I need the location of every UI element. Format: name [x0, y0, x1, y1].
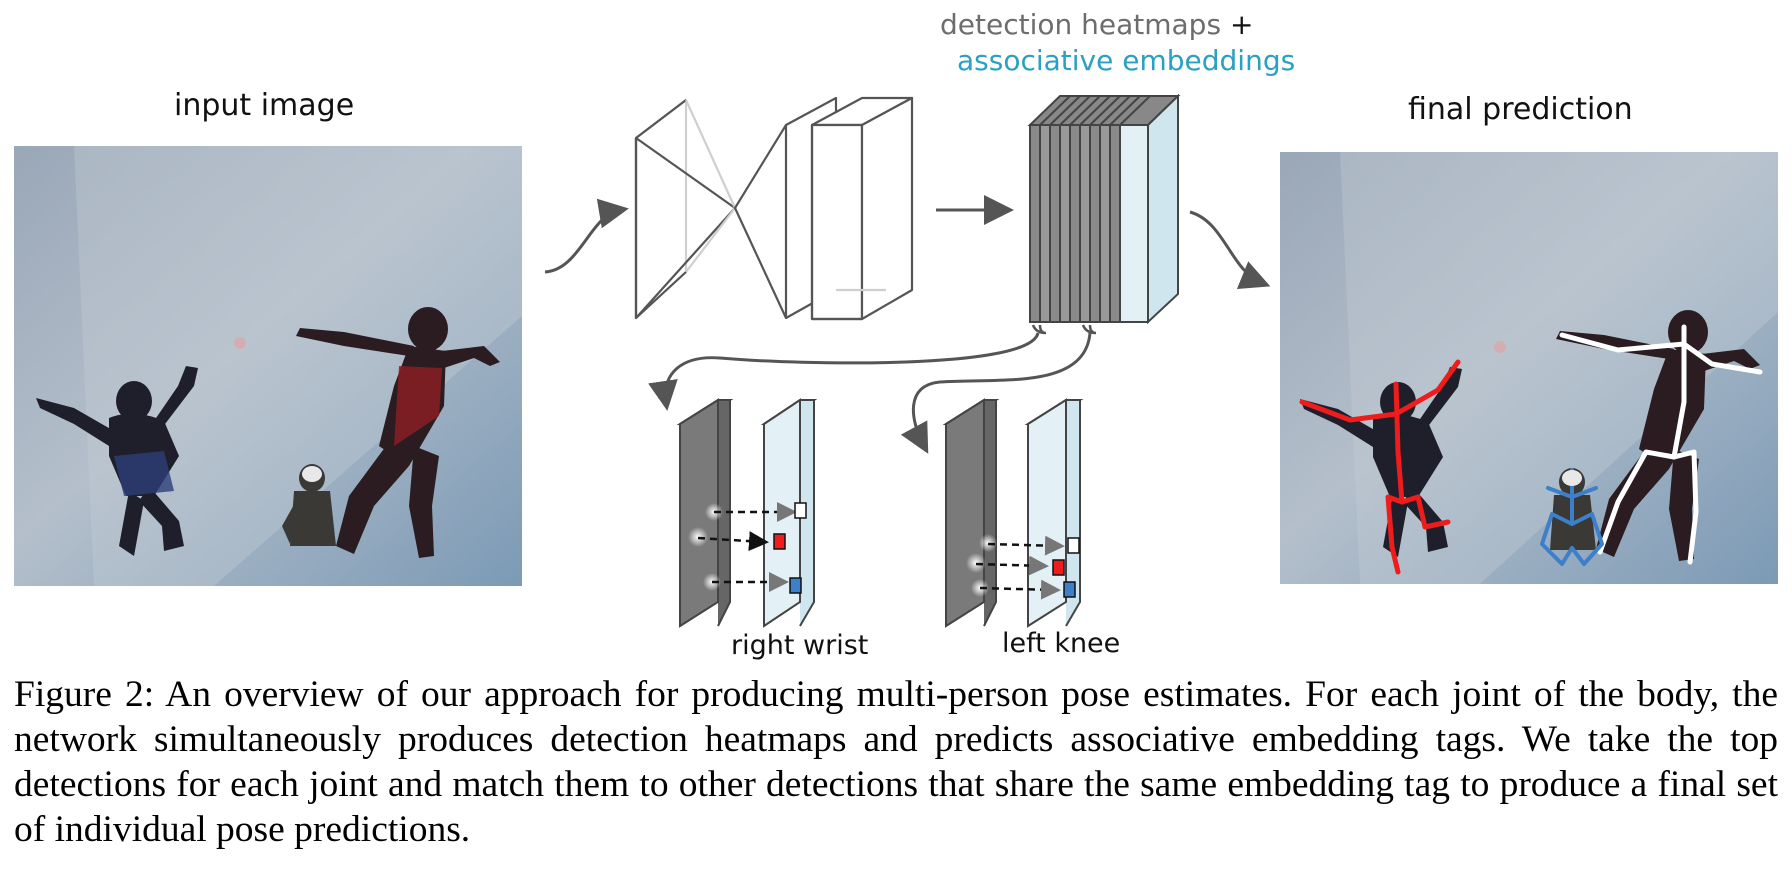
- heatmaps-label: detection heatmaps: [940, 8, 1222, 41]
- heatmaps-title: detection heatmaps +: [940, 8, 1253, 41]
- output-photo: [1280, 152, 1778, 584]
- plus-sign: +: [1229, 8, 1254, 41]
- red-pose-skeleton: [1299, 359, 1461, 575]
- left-knee-label: left knee: [1002, 628, 1121, 659]
- arrow-input-to-network: [544, 198, 629, 274]
- skydivers-photo: [14, 146, 522, 586]
- bracket-left-knee: [1081, 324, 1097, 335]
- white-pose-skeleton: [1559, 324, 1763, 565]
- embeddings-label: associative embeddings: [957, 44, 1296, 77]
- arrow-stack-to-output: [1189, 210, 1271, 289]
- right-wrist-label: right wrist: [731, 630, 869, 661]
- left-knee-panels: [942, 398, 1084, 628]
- input-image-label: input image: [174, 88, 355, 123]
- hourglass-network-icon: [634, 96, 914, 321]
- arrow-to-left-knee: [900, 332, 1092, 454]
- skydivers-pose-photo: [1280, 152, 1778, 584]
- heatmap-stack: [1027, 93, 1181, 325]
- figure-caption: Figure 2: An overview of our approach fo…: [14, 674, 1778, 850]
- bracket-right-wrist: [1031, 324, 1047, 335]
- final-prediction-label: final prediction: [1408, 92, 1633, 127]
- input-photo: [14, 146, 522, 586]
- arrow-to-right-wrist: [648, 332, 1040, 411]
